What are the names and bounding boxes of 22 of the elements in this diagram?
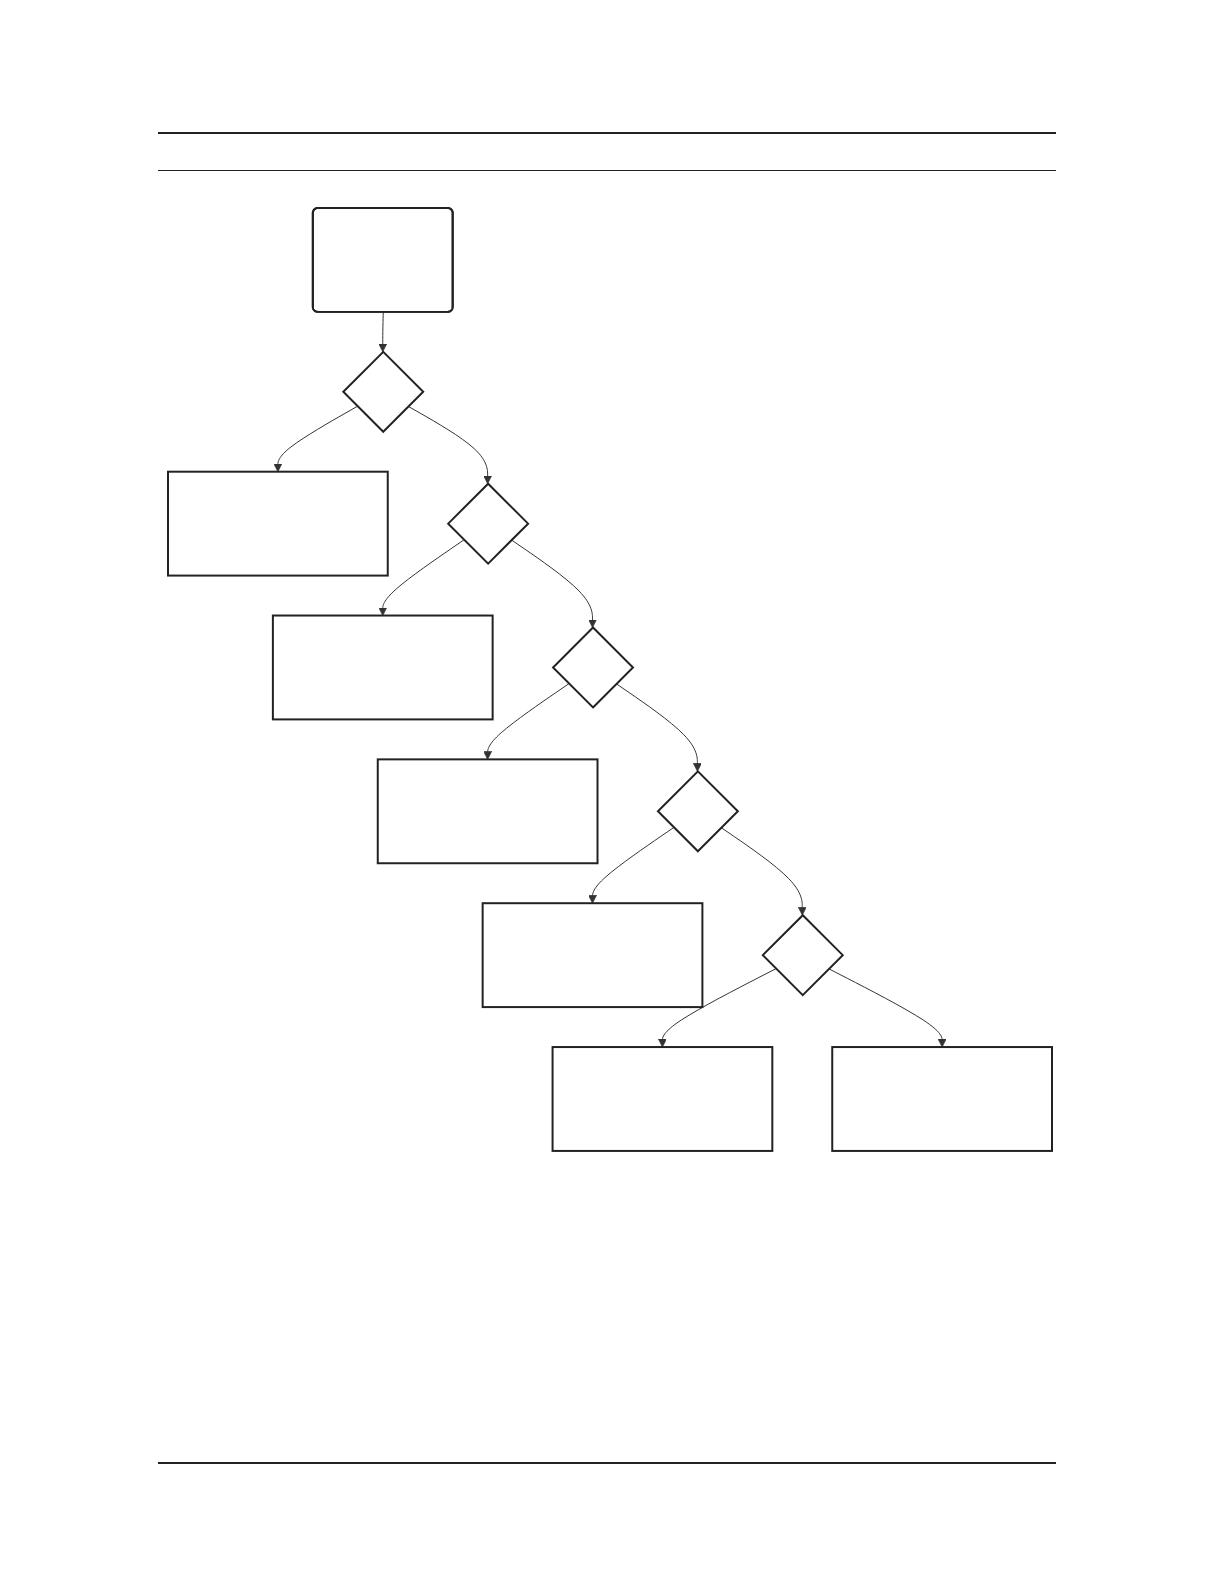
node-box <box>481 902 704 1009</box>
arrow <box>510 539 597 628</box>
arrow <box>378 311 388 353</box>
arrow <box>407 405 493 485</box>
node-box <box>167 470 389 577</box>
node-box <box>831 1046 1053 1152</box>
arrow <box>658 968 777 1048</box>
arrow <box>378 539 465 616</box>
node-diamond <box>341 350 425 434</box>
node-box <box>551 1046 774 1152</box>
node-diamond <box>551 626 635 709</box>
arrow <box>588 827 675 904</box>
arrow <box>615 683 702 772</box>
arrow <box>483 683 570 760</box>
node-diamond <box>446 482 530 565</box>
arrow <box>720 827 807 916</box>
arrow <box>828 968 947 1048</box>
node-diamond <box>656 769 740 853</box>
node-box <box>271 614 494 721</box>
node-diamond <box>761 913 845 997</box>
arrow <box>273 405 358 473</box>
node-box <box>376 758 599 865</box>
